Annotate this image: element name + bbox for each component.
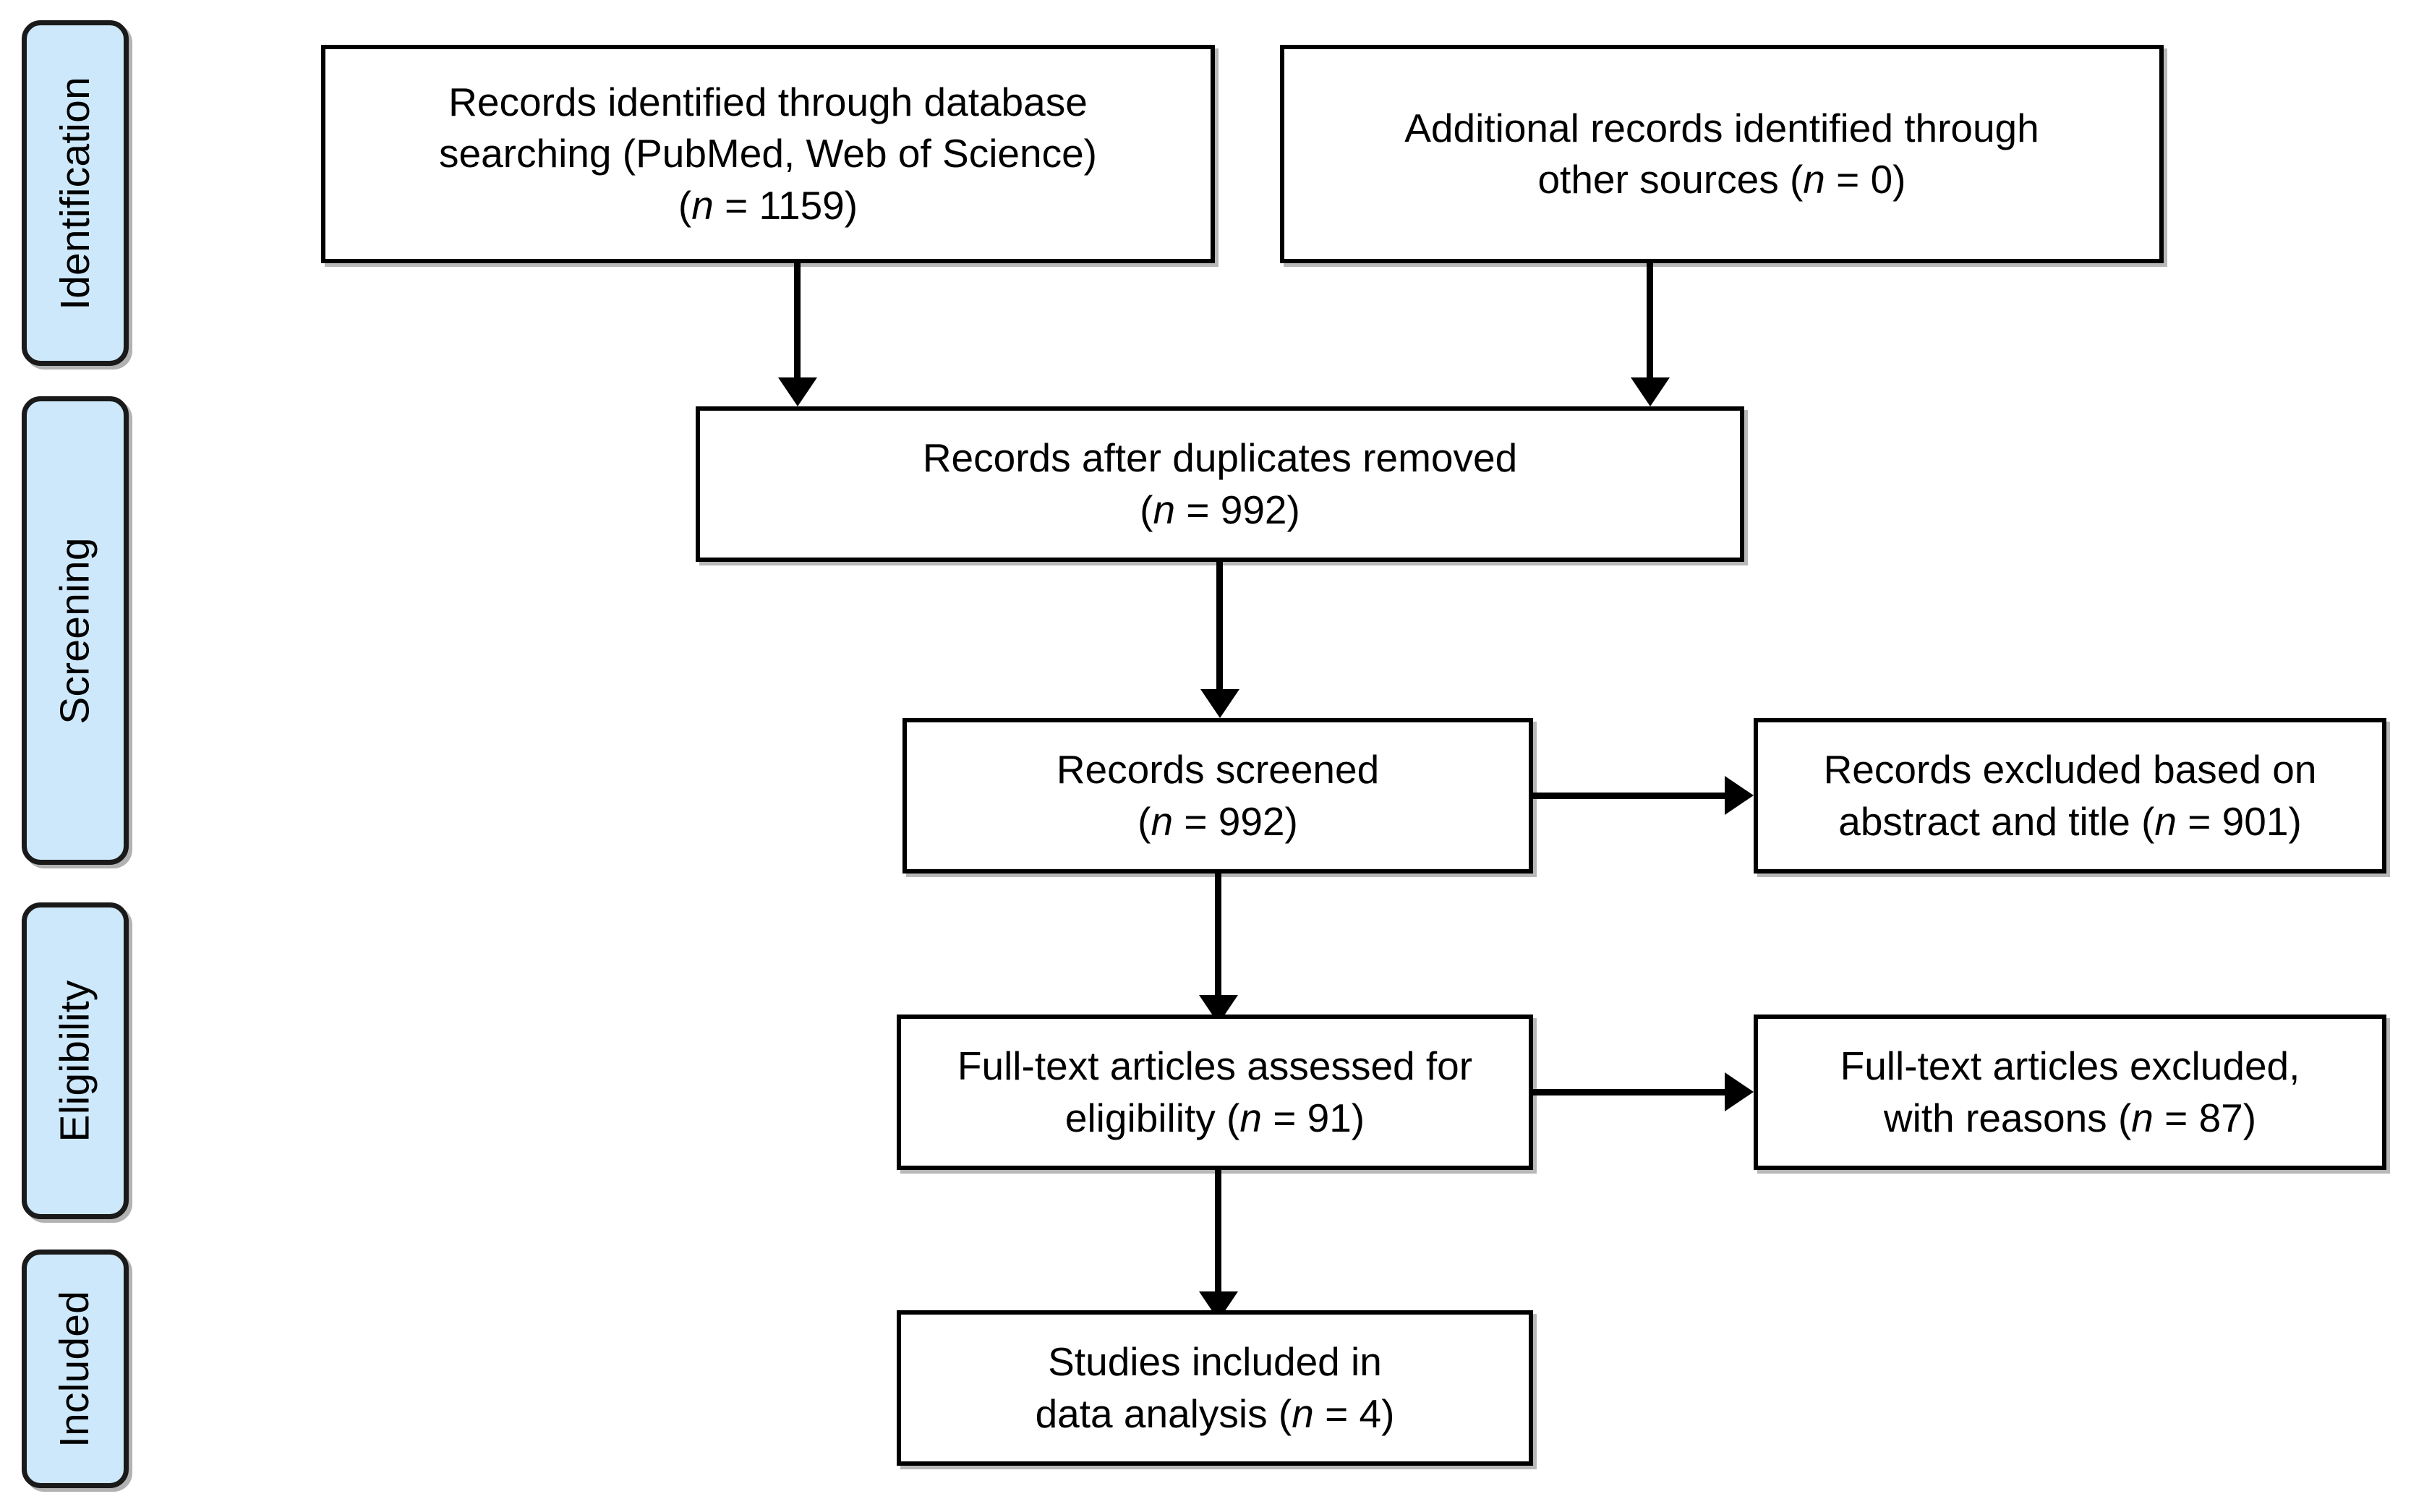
after-duplicates-n-symbol: n	[1153, 487, 1176, 532]
fulltext-assessed-n-symbol: n	[1239, 1095, 1262, 1140]
stage-box-eligibility: Eligibility	[22, 902, 129, 1219]
box-fulltext-excluded: Full-text articles excluded, with reason…	[1754, 1015, 2386, 1170]
stage-box-identification: Identification	[22, 20, 129, 366]
records-identified-n-value: 1159	[759, 182, 845, 228]
fulltext-excluded-line2-pre: with reasons (	[1883, 1095, 2132, 1140]
records-screened-line1: Records screened	[1056, 747, 1380, 792]
box-studies-included: Studies included in data analysis (n = 4…	[897, 1310, 1533, 1466]
records-identified-n-equals: =	[713, 182, 759, 228]
additional-records-line1: Additional records identified through	[1404, 105, 2039, 150]
connector-dedup-to-screened-arrowhead	[1200, 689, 1239, 718]
after-duplicates-n-equals: =	[1175, 487, 1221, 532]
connector-dedup-to-screened-line	[1216, 562, 1223, 691]
stage-box-screening: Screening	[22, 396, 129, 865]
records-screened-n-symbol: n	[1151, 798, 1174, 844]
studies-included-n-value: 4	[1359, 1391, 1382, 1436]
connector-additional-to-dedup-line	[1647, 263, 1653, 385]
records-excluded-line2-pre: abstract and title (	[1838, 798, 2155, 844]
records-excluded-line1: Records excluded based on	[1823, 747, 2317, 792]
after-duplicates-n-prefix: (	[1140, 487, 1153, 532]
stage-label-eligibility: Eligibility	[51, 980, 98, 1142]
stage-label-included: Included	[51, 1290, 98, 1448]
box-after-duplicates: Records after duplicates removed (n = 99…	[696, 406, 1744, 562]
additional-records-line2-pre: other sources (	[1537, 157, 1804, 202]
connector-identified-to-dedup-arrowhead	[778, 377, 817, 406]
records-identified-n-symbol: n	[691, 182, 714, 228]
fulltext-excluded-n-symbol: n	[2131, 1095, 2154, 1140]
box-records-screened-text: Records screened (n = 992)	[1057, 744, 1379, 847]
connector-additional-to-dedup-arrowhead	[1631, 377, 1670, 406]
stage-box-included: Included	[22, 1250, 129, 1488]
records-excluded-n-suffix: )	[2288, 798, 2302, 844]
fulltext-assessed-n-suffix: )	[1351, 1095, 1365, 1140]
connector-fulltext-to-excluded-line	[1533, 1089, 1728, 1095]
box-records-identified: Records identified through database sear…	[321, 45, 1215, 263]
box-fulltext-assessed: Full-text articles assessed for eligibil…	[897, 1015, 1533, 1170]
connector-screened-to-excluded-line	[1533, 793, 1728, 799]
fulltext-excluded-n-suffix: )	[2242, 1095, 2257, 1140]
connector-fulltext-to-excluded-arrowhead	[1725, 1072, 1754, 1111]
box-after-duplicates-text: Records after duplicates removed (n = 99…	[923, 432, 1517, 536]
studies-included-n-suffix: )	[1381, 1391, 1395, 1436]
studies-included-n-equals: =	[1313, 1391, 1360, 1436]
box-fulltext-assessed-text: Full-text articles assessed for eligibil…	[957, 1041, 1472, 1144]
records-screened-n-suffix: )	[1284, 798, 1298, 844]
after-duplicates-line1: Records after duplicates removed	[922, 435, 1518, 480]
fulltext-assessed-line2-pre: eligibility (	[1064, 1095, 1240, 1140]
records-excluded-n-symbol: n	[2154, 798, 2177, 844]
box-studies-included-text: Studies included in data analysis (n = 4…	[1036, 1336, 1395, 1440]
additional-records-n-value: 0	[1870, 157, 1893, 202]
records-screened-n-equals: =	[1173, 798, 1219, 844]
records-identified-line1: Records identified through database	[448, 79, 1088, 124]
box-records-excluded-text: Records excluded based on abstract and t…	[1824, 744, 2317, 847]
fulltext-assessed-line1: Full-text articles assessed for	[957, 1043, 1473, 1088]
fulltext-excluded-n-equals: =	[2153, 1095, 2199, 1140]
box-additional-records-text: Additional records identified through ot…	[1404, 103, 2039, 206]
box-fulltext-excluded-text: Full-text articles excluded, with reason…	[1840, 1041, 2300, 1144]
records-excluded-n-equals: =	[2176, 798, 2222, 844]
connector-identified-to-dedup-line	[794, 263, 801, 385]
box-records-excluded: Records excluded based on abstract and t…	[1754, 718, 2386, 874]
connector-screened-to-excluded-arrowhead	[1725, 776, 1754, 815]
fulltext-excluded-n-value: 87	[2198, 1095, 2243, 1140]
fulltext-assessed-n-value: 91	[1307, 1095, 1352, 1140]
records-screened-n-prefix: (	[1138, 798, 1151, 844]
studies-included-n-symbol: n	[1292, 1391, 1314, 1436]
after-duplicates-n-suffix: )	[1286, 487, 1300, 532]
records-identified-line2: searching (PubMed, Web of Science)	[439, 131, 1097, 176]
additional-records-n-symbol: n	[1803, 157, 1825, 202]
records-identified-n-prefix: (	[678, 182, 692, 228]
additional-records-n-suffix: )	[1892, 157, 1906, 202]
records-screened-n-value: 992	[1218, 798, 1285, 844]
after-duplicates-n-value: 992	[1220, 487, 1287, 532]
fulltext-assessed-n-equals: =	[1261, 1095, 1307, 1140]
box-records-screened: Records screened (n = 992)	[902, 718, 1533, 874]
box-records-identified-text: Records identified through database sear…	[439, 77, 1097, 232]
stage-label-screening: Screening	[51, 537, 98, 725]
box-additional-records: Additional records identified through ot…	[1280, 45, 2164, 263]
stage-label-identification: Identification	[51, 76, 98, 310]
fulltext-excluded-line1: Full-text articles excluded,	[1840, 1043, 2300, 1088]
records-identified-n-suffix: )	[844, 182, 858, 228]
records-excluded-n-value: 901	[2222, 798, 2289, 844]
studies-included-line1: Studies included in	[1048, 1339, 1382, 1384]
studies-included-line2-pre: data analysis (	[1035, 1391, 1292, 1436]
connector-screened-to-fulltext-line	[1215, 874, 1221, 996]
additional-records-n-equals: =	[1825, 157, 1871, 202]
connector-fulltext-to-included-line	[1215, 1170, 1221, 1293]
